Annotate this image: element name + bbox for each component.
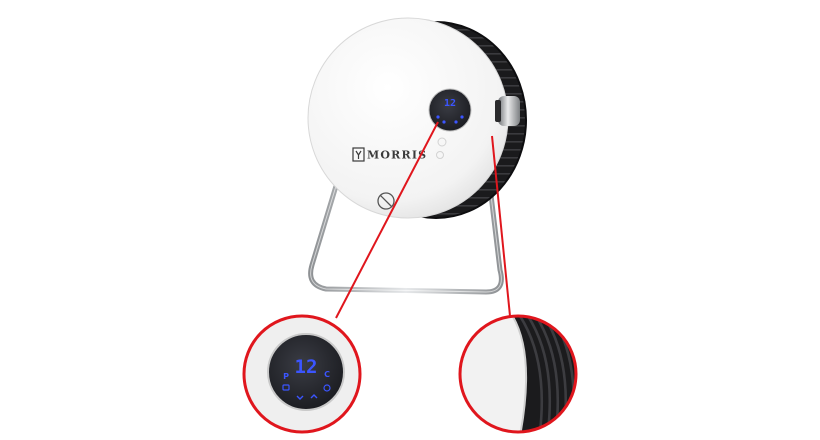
- zoom-eco-icon: [323, 384, 331, 392]
- zoom-timer-icon: [282, 384, 290, 391]
- touch-indicators: [436, 137, 447, 159]
- brand-logo: MORRIS: [352, 147, 427, 162]
- callout-lines: [335, 121, 511, 319]
- zoom-display-value: 12: [295, 356, 318, 378]
- zoom-button-c: C: [324, 370, 330, 379]
- heater-front-face: [307, 17, 509, 219]
- zoom-ribbed-edge: [458, 314, 578, 434]
- zoom-up-icon: [310, 394, 318, 399]
- brand-name: MORRIS: [367, 149, 427, 162]
- no-cover-symbol-icon: [377, 192, 395, 210]
- zoom-down-icon: [296, 395, 304, 400]
- svg-text:12: 12: [444, 98, 456, 109]
- zoom-control-panel: 12 P C: [242, 314, 362, 434]
- control-panel[interactable]: 12: [428, 88, 472, 132]
- zoom-button-p: P: [283, 372, 289, 381]
- tilt-knob[interactable]: [495, 96, 520, 126]
- chrome-stand: [308, 139, 504, 295]
